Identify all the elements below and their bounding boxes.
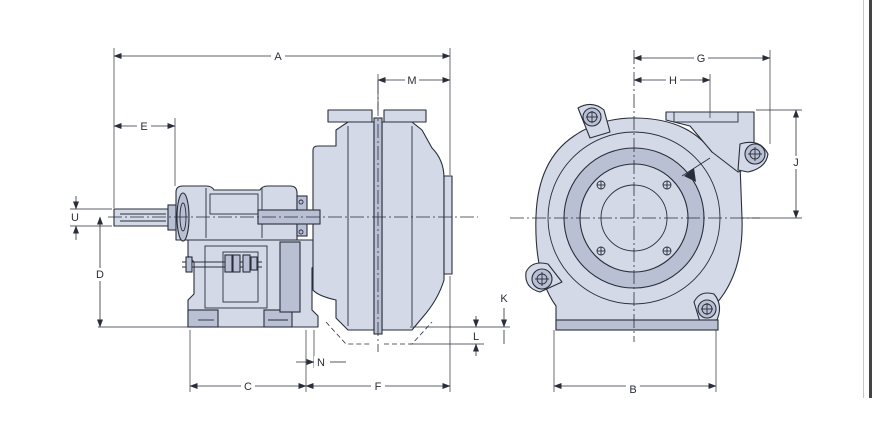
dim-label-e: E — [140, 121, 147, 133]
lifting-lugs — [525, 103, 769, 323]
window-scrollbar[interactable] — [863, 0, 872, 398]
bearing-housing — [175, 185, 308, 242]
dim-label-m: M — [407, 75, 416, 87]
end-view — [510, 50, 769, 342]
adjustment-bolt — [182, 254, 262, 273]
pump-casing — [312, 109, 453, 345]
dim-label-g: G — [697, 53, 706, 65]
end-foot — [555, 319, 719, 331]
discharge-nozzle — [665, 111, 755, 173]
dim-label-h: H — [669, 75, 677, 87]
dim-label-u: U — [71, 212, 79, 224]
dim-label-a: A — [274, 51, 282, 63]
side-view — [108, 80, 478, 352]
dim-label-d: D — [96, 269, 104, 281]
flange-bolts — [596, 180, 672, 256]
dim-label-n: N — [317, 357, 325, 369]
scrollbar-thumb[interactable] — [869, 0, 872, 398]
dim-label-j: J — [793, 157, 799, 169]
dim-label-l: L — [473, 331, 479, 343]
rotation-arrow-icon — [681, 157, 711, 182]
dim-label-k: K — [500, 293, 508, 305]
dim-label-b: B — [629, 384, 636, 396]
dimension-labels: A M E U D C F N K L B G H J — [68, 50, 803, 396]
dim-label-f: F — [375, 381, 382, 393]
frame-pedestal — [187, 239, 319, 328]
shaft — [113, 204, 179, 231]
dim-label-c: C — [244, 381, 252, 393]
